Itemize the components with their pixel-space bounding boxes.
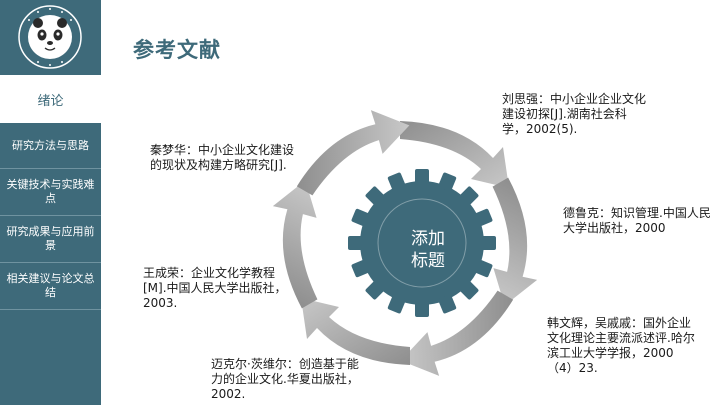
nav-divider [0,168,101,169]
nav-item-label: 相关建议与论文总结 [6,272,95,299]
nav-item-key-tech[interactable]: 关键技术与实践难点 [0,169,101,215]
curved-arrow-icon [400,290,514,376]
nav-item-suggestions[interactable]: 相关建议与论文总结 [0,263,101,309]
gear-label: 添加 标题 [398,228,458,272]
cycle-diagram [272,110,538,376]
reference-6: 秦梦华：中小企业文化建设的现状及构建方略研究[J]. [150,143,295,172]
page-title: 参考文献 [133,38,221,62]
sidebar: 绪论 研究方法与思路 关键技术与实践难点 研究成果与应用前景 相关建议与论文总结 [0,0,101,405]
nav-divider [0,309,101,310]
panda-logo-icon [18,5,82,69]
reference-2: 德鲁克：知识管理.中国人民大学出版社，2000 [563,206,711,235]
reference-4: 迈克尔·茨维尔：创造基于能力的企业文化.华夏出版社，2002. [211,357,359,401]
reference-3: 韩文辉，吴戚戚：国外企业文化理论主要流派述评.哈尔滨工业大学学报，2000（4）… [547,316,695,375]
nav-item-methods[interactable]: 研究方法与思路 [0,124,101,168]
curved-arrow-icon [492,177,538,306]
curved-arrow-icon [301,298,410,365]
curved-arrow-icon [296,110,410,196]
nav-divider [0,215,101,216]
nav-item-intro[interactable]: 绪论 [0,75,101,123]
gear-icon [348,169,496,317]
gear-label-text: 添加 标题 [411,229,445,271]
nav-item-results[interactable]: 研究成果与应用前景 [0,216,101,262]
nav-item-label: 研究方法与思路 [12,139,89,152]
nav-item-label: 研究成果与应用前景 [6,225,95,252]
reference-5: 王成荣：企业文化学教程[M].中国人民大学出版社，2003. [143,266,287,310]
curved-arrow-icon [272,180,318,309]
reference-1: 刘思强：中小企业企业文化建设初探[J].湖南社会科学，2002(5). [502,92,647,136]
nav-item-intro-label: 绪论 [37,93,64,109]
curved-arrow-icon [400,121,509,188]
nav-divider [0,262,101,263]
logo-area [0,0,101,75]
nav-item-label: 关键技术与实践难点 [6,178,95,205]
